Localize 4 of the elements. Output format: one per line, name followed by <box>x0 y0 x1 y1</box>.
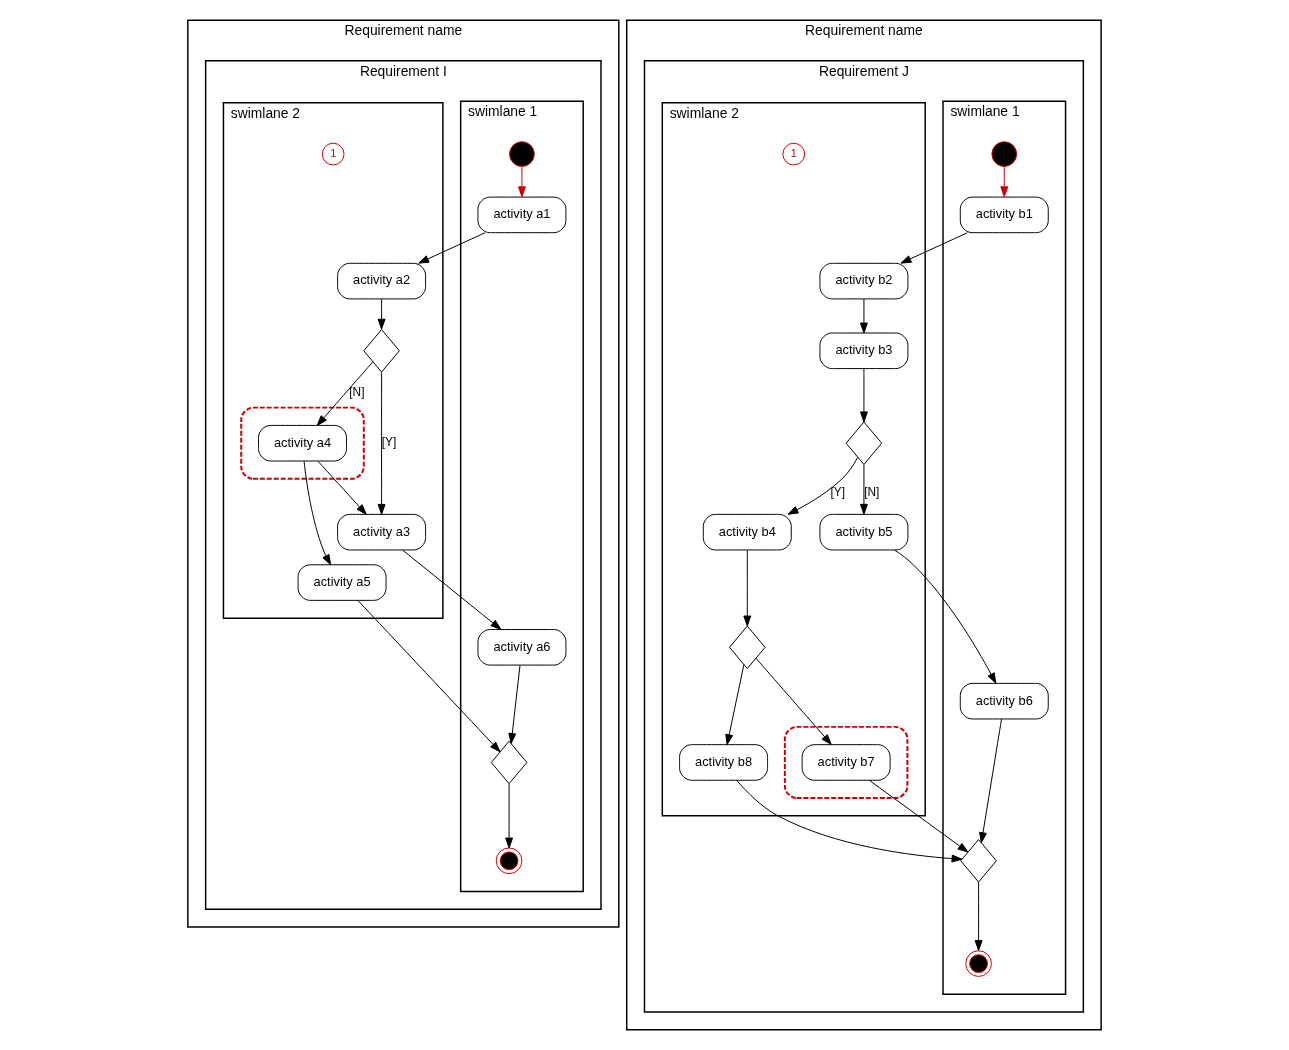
edge-label: [Y] <box>381 435 397 450</box>
edge-label: [Y] <box>830 485 845 500</box>
edge-label: [N] <box>864 485 880 500</box>
edge-label: [N] <box>349 385 365 400</box>
